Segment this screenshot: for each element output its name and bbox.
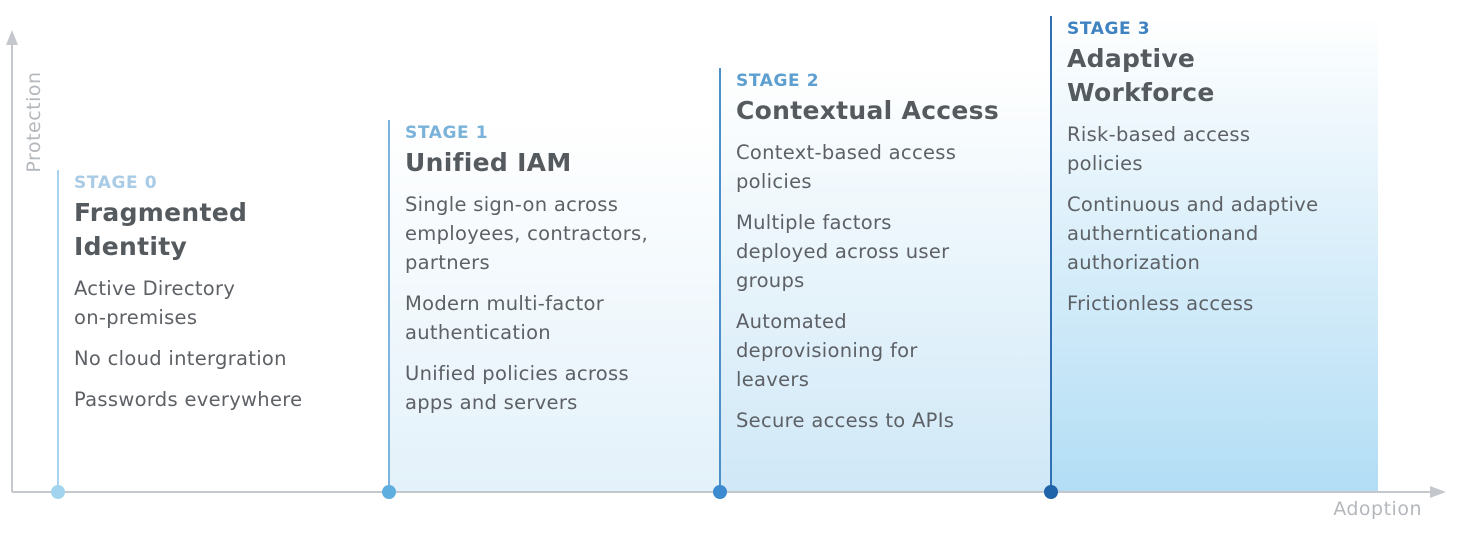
stage-0-item: No cloud intergration: [74, 347, 287, 370]
stage-1-dot: [382, 485, 396, 499]
x-axis-arrow-icon: [1430, 486, 1446, 498]
stage-0-panel: STAGE 0 Fragmented Identity Active Direc…: [51, 170, 357, 499]
stage-0-tag: STAGE 0: [74, 173, 158, 193]
stage-0-item: Active Directory on-premises: [74, 277, 236, 329]
stage-2-line: [719, 68, 721, 492]
stage-2-items: Context-based access policies Multiple f…: [736, 138, 1050, 435]
stage-0-items: Active Directory on-premises No cloud in…: [74, 274, 357, 414]
stage-0-dot: [51, 485, 65, 499]
stage-0-title-text: Fragmented Identity: [74, 198, 248, 261]
stage-2-dot: [713, 485, 727, 499]
stage-3-tag: STAGE 3: [1067, 19, 1151, 39]
stage-0-line: [57, 170, 59, 492]
stage-1-items: Single sign-on across employees, contrac…: [405, 190, 719, 417]
stage-2-tag: STAGE 2: [736, 71, 820, 91]
x-axis-label: Adoption: [1333, 498, 1422, 520]
stage-2-content: STAGE 2 Contextual Access Context-based …: [736, 68, 1050, 447]
stage-1-panel: STAGE 1 Unified IAM Single sign-on acros…: [382, 120, 719, 499]
stage-2-background: [719, 68, 1050, 492]
stage-2-title: Contextual Access: [736, 94, 1050, 128]
stage-3-dot: [1044, 485, 1058, 499]
stage-1-title-text: Unified IAM: [405, 148, 572, 177]
y-axis-label: Protection: [23, 71, 45, 173]
stage-1-content: STAGE 1 Unified IAM Single sign-on acros…: [405, 120, 719, 429]
stage-1-item: Single sign-on across employees, contrac…: [405, 193, 649, 274]
stage-2-item: Context-based access policies: [736, 141, 957, 193]
stage-3-item: Frictionless access: [1067, 292, 1254, 315]
stage-1-item: Modern multi-factor authentication: [405, 292, 605, 344]
stage-3-background: [1050, 16, 1378, 492]
stage-0-content: STAGE 0 Fragmented Identity Active Direc…: [74, 170, 357, 426]
stage-1-title: Unified IAM: [405, 146, 719, 180]
stage-1-tag: STAGE 1: [405, 123, 489, 143]
stage-2-item: Automated deprovisioning for leavers: [736, 310, 918, 391]
stage-2-title-text: Contextual Access: [736, 96, 1000, 125]
stage-2-item: Multiple factors deployed across user gr…: [736, 211, 950, 292]
y-axis-arrow-icon: [6, 30, 18, 45]
stage-1-item: Unified policies across apps and servers: [405, 362, 629, 414]
stage-3-title-text: Adaptive Workforce: [1067, 44, 1215, 107]
stage-1-line: [388, 120, 390, 492]
stage-3-items: Risk-based access policies Continuous an…: [1067, 120, 1378, 318]
stage-3-content: STAGE 3 Adaptive Workforce Risk-based ac…: [1067, 16, 1378, 330]
stage-3-panel: STAGE 3 Adaptive Workforce Risk-based ac…: [1044, 16, 1378, 499]
stage-1-background: [388, 120, 719, 492]
stage-0-title: Fragmented Identity: [74, 196, 357, 264]
stage-3-item: Continuous and adaptive authernticationa…: [1067, 193, 1319, 274]
stage-3-title: Adaptive Workforce: [1067, 42, 1378, 110]
stage-3-item: Risk-based access policies: [1067, 123, 1251, 175]
stage-3-line: [1050, 16, 1052, 492]
stage-0-item: Passwords everywhere: [74, 388, 303, 411]
stage-2-item: Secure access to APIs: [736, 409, 955, 432]
stage-2-panel: STAGE 2 Contextual Access Context-based …: [713, 68, 1050, 499]
